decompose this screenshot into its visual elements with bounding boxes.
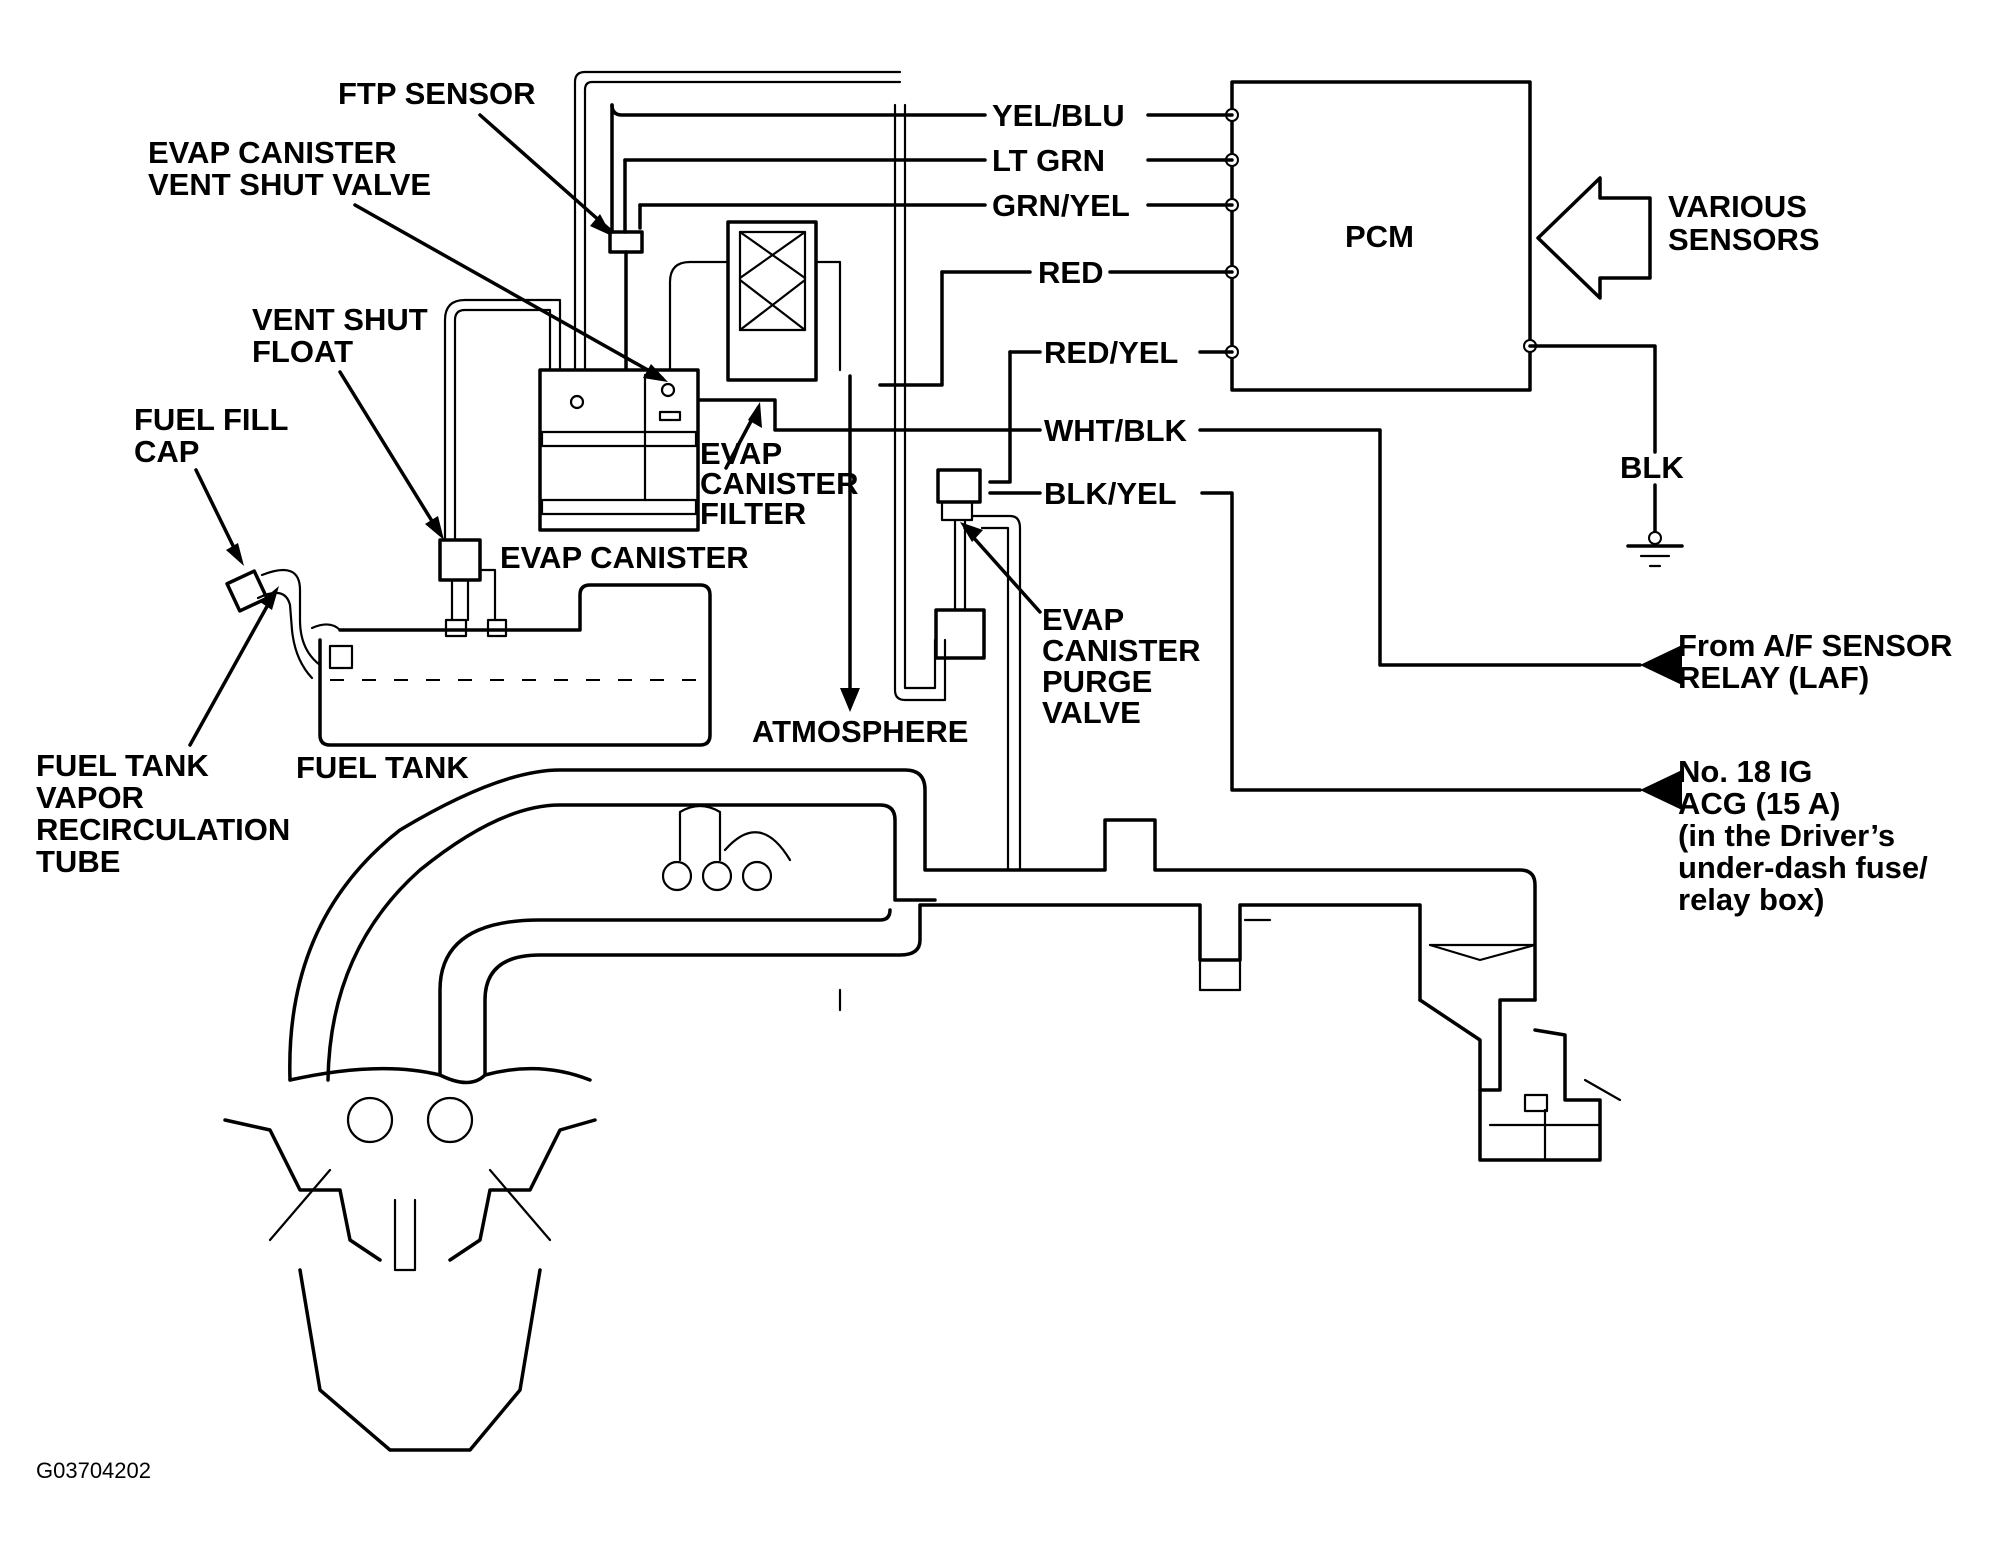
ftp-sensor [608,230,644,370]
wire-label-grn-yel: GRN/YEL [992,188,1130,223]
fuse-connector-icon [1640,770,1682,810]
fuel-tank [318,583,712,747]
fuse-label-3: (in the Driver’s [1678,818,1895,853]
evap-canister-purge-valve [934,468,1022,872]
fuse-label-4: under-dash fuse/ [1678,850,1928,885]
vent-shut-float-label-2: FLOAT [252,334,353,369]
air-cleaner [1418,943,1622,1162]
atmosphere-label: ATMOSPHERE [752,714,968,749]
fuel-fill-cap-pointer [194,468,242,562]
left-wires [610,103,1042,495]
ground-wire-label: BLK [1620,450,1684,485]
recirc-tube-label-3: RECIRCULATION [36,812,290,847]
vent-shut-valve-pointer [353,203,664,380]
purge-valve-label-3: PURGE [1042,664,1152,699]
pcm-box [1230,80,1532,392]
fuel-fill-cap [225,568,354,680]
laf-relay-label-2: RELAY (LAF) [1678,660,1869,695]
fuel-tank-label: FUEL TANK [296,750,469,785]
fuel-fill-cap-label-2: CAP [134,434,199,469]
purge-valve-pointer [963,526,1042,614]
evap-canister-filter-label-2: CANISTER [700,466,858,501]
fuse-label-2: ACG (15 A) [1678,786,1840,821]
ftp-sensor-pointer [478,113,612,232]
vent-shut-float-label-1: VENT SHUT [252,302,428,337]
pcm-label: PCM [1345,219,1414,254]
various-sensors-arrow [1536,176,1652,300]
wire-label-blk-yel: BLK/YEL [1044,476,1177,511]
purge-valve-label-1: EVAP [1042,602,1124,637]
wire-label-wht-blk: WHT/BLK [1044,413,1188,448]
fuse-label-1: No. 18 IG [1678,754,1812,789]
recirc-tube-pointer [188,590,277,747]
laf-connector-icon [1640,645,1682,685]
ground-wire [1528,344,1684,568]
evap-canister-filter-label-3: FILTER [700,496,806,531]
wire-label-red: RED [1038,255,1103,290]
purge-valve-label-2: CANISTER [1042,633,1200,668]
wire-label-lt-grn: LT GRN [992,143,1105,178]
wire-label-yel-blu: YEL/BLU [992,98,1125,133]
pcm-wires [1108,113,1642,792]
various-sensors-label-1: VARIOUS [1668,189,1807,224]
various-sensors-label-2: SENSORS [1668,222,1820,257]
vent-shut-float-pointer [338,370,442,536]
evap-canister-filter [668,220,842,382]
fuse-label-5: relay box) [1678,882,1824,917]
recirc-tube-label-1: FUEL TANK [36,748,209,783]
wire-label-red-yel: RED/YEL [1044,335,1178,370]
ftp-sensor-label: FTP SENSOR [338,76,536,111]
engine-block [223,1066,597,1452]
figure-id: G03704202 [36,1458,151,1483]
laf-relay-label-1: From A/F SENSOR [1678,628,1952,663]
fuel-fill-cap-label-1: FUEL FILL [134,402,288,437]
atmosphere-arrow-icon [840,688,860,712]
vent-shut-float [438,538,508,638]
purge-valve-label-4: VALVE [1042,695,1141,730]
vent-shut-valve-label-1: EVAP CANISTER [148,135,397,170]
intake-manifold [288,768,1537,1082]
recirc-tube-label-2: VAPOR [36,780,144,815]
pcm: PCM [1225,80,1537,392]
vapor-hoses [443,70,947,702]
recirc-tube-label-4: TUBE [36,844,120,879]
evap-canister-label: EVAP CANISTER [500,540,749,575]
evap-canister [538,368,700,532]
vent-shut-valve-label-2: VENT SHUT VALVE [148,167,431,202]
